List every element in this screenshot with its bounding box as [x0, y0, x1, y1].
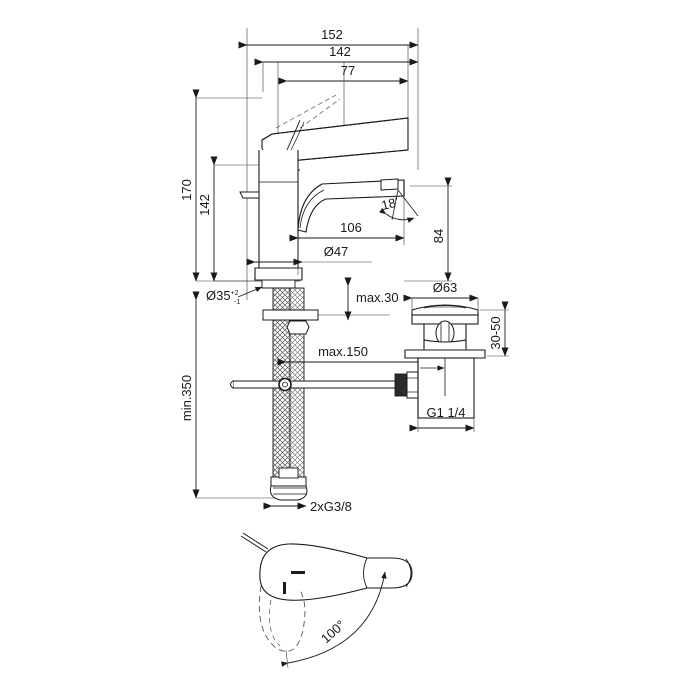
faucet-elevation: [239, 94, 409, 289]
dim-waste-adjust-range-label: 30-50: [488, 316, 503, 349]
dim-hose-thread-label: 2xG3/8: [310, 499, 352, 514]
supply-hoses: [262, 287, 319, 501]
dim-body-height-label: 142: [197, 194, 212, 216]
dim-handle-clearance-label: 77: [341, 63, 355, 78]
dim-hose-length-label: min.350: [179, 375, 194, 421]
popup-rod: [230, 371, 425, 399]
dim-base-diameter-label: Ø47: [324, 244, 349, 259]
dim-waste-flange-diameter: Ø63: [403, 280, 479, 312]
dim-outlet-height: 84: [404, 177, 452, 282]
dim-outlet-angle: 18°: [379, 189, 419, 223]
dim-outlet-angle-label: 18°: [380, 194, 401, 213]
dim-spout-reach-label: 142: [329, 44, 351, 59]
dim-spout-reach: 142: [254, 44, 419, 66]
dim-hole-diameter-label: Ø35+2-1: [206, 288, 240, 306]
dim-spout-projection-label: 106: [340, 220, 362, 235]
lever-mark-vertical: [283, 582, 286, 594]
waste-assembly: [404, 304, 486, 419]
dim-rod-reach: max.150: [277, 344, 420, 366]
dim-waste-adjust-range: 30-50: [480, 301, 509, 357]
dim-hole-diameter: Ø35+2-1: [206, 286, 263, 306]
lever-mark-horizontal: [291, 571, 305, 574]
dim-outlet-height-label: 84: [431, 229, 446, 243]
dim-total-width-label: 152: [321, 27, 343, 42]
dim-spout-projection: 106: [289, 196, 405, 275]
dim-handle-clearance: 77: [278, 63, 409, 85]
dim-total-width: 152: [238, 27, 419, 49]
dim-deck-thickness: max.30: [318, 277, 399, 321]
dim-waste-thread: G1 1/4: [409, 405, 475, 432]
dim-rod-reach-label: max.150: [318, 344, 368, 359]
dim-waste-flange-diameter-label: Ø63: [433, 280, 458, 295]
dim-body-height: 142: [197, 156, 218, 282]
dim-deck-thickness-label: max.30: [356, 290, 399, 305]
dim-base-diameter: Ø47: [246, 244, 372, 266]
extension-lines-group: [196, 28, 419, 499]
dim-total-height: 170: [179, 89, 200, 282]
dim-total-height-label: 170: [179, 179, 194, 201]
dim-hose-length: min.350: [179, 291, 200, 499]
dim-hose-thread: 2xG3/8: [263, 499, 352, 514]
dim-waste-thread-label: G1 1/4: [426, 405, 465, 420]
